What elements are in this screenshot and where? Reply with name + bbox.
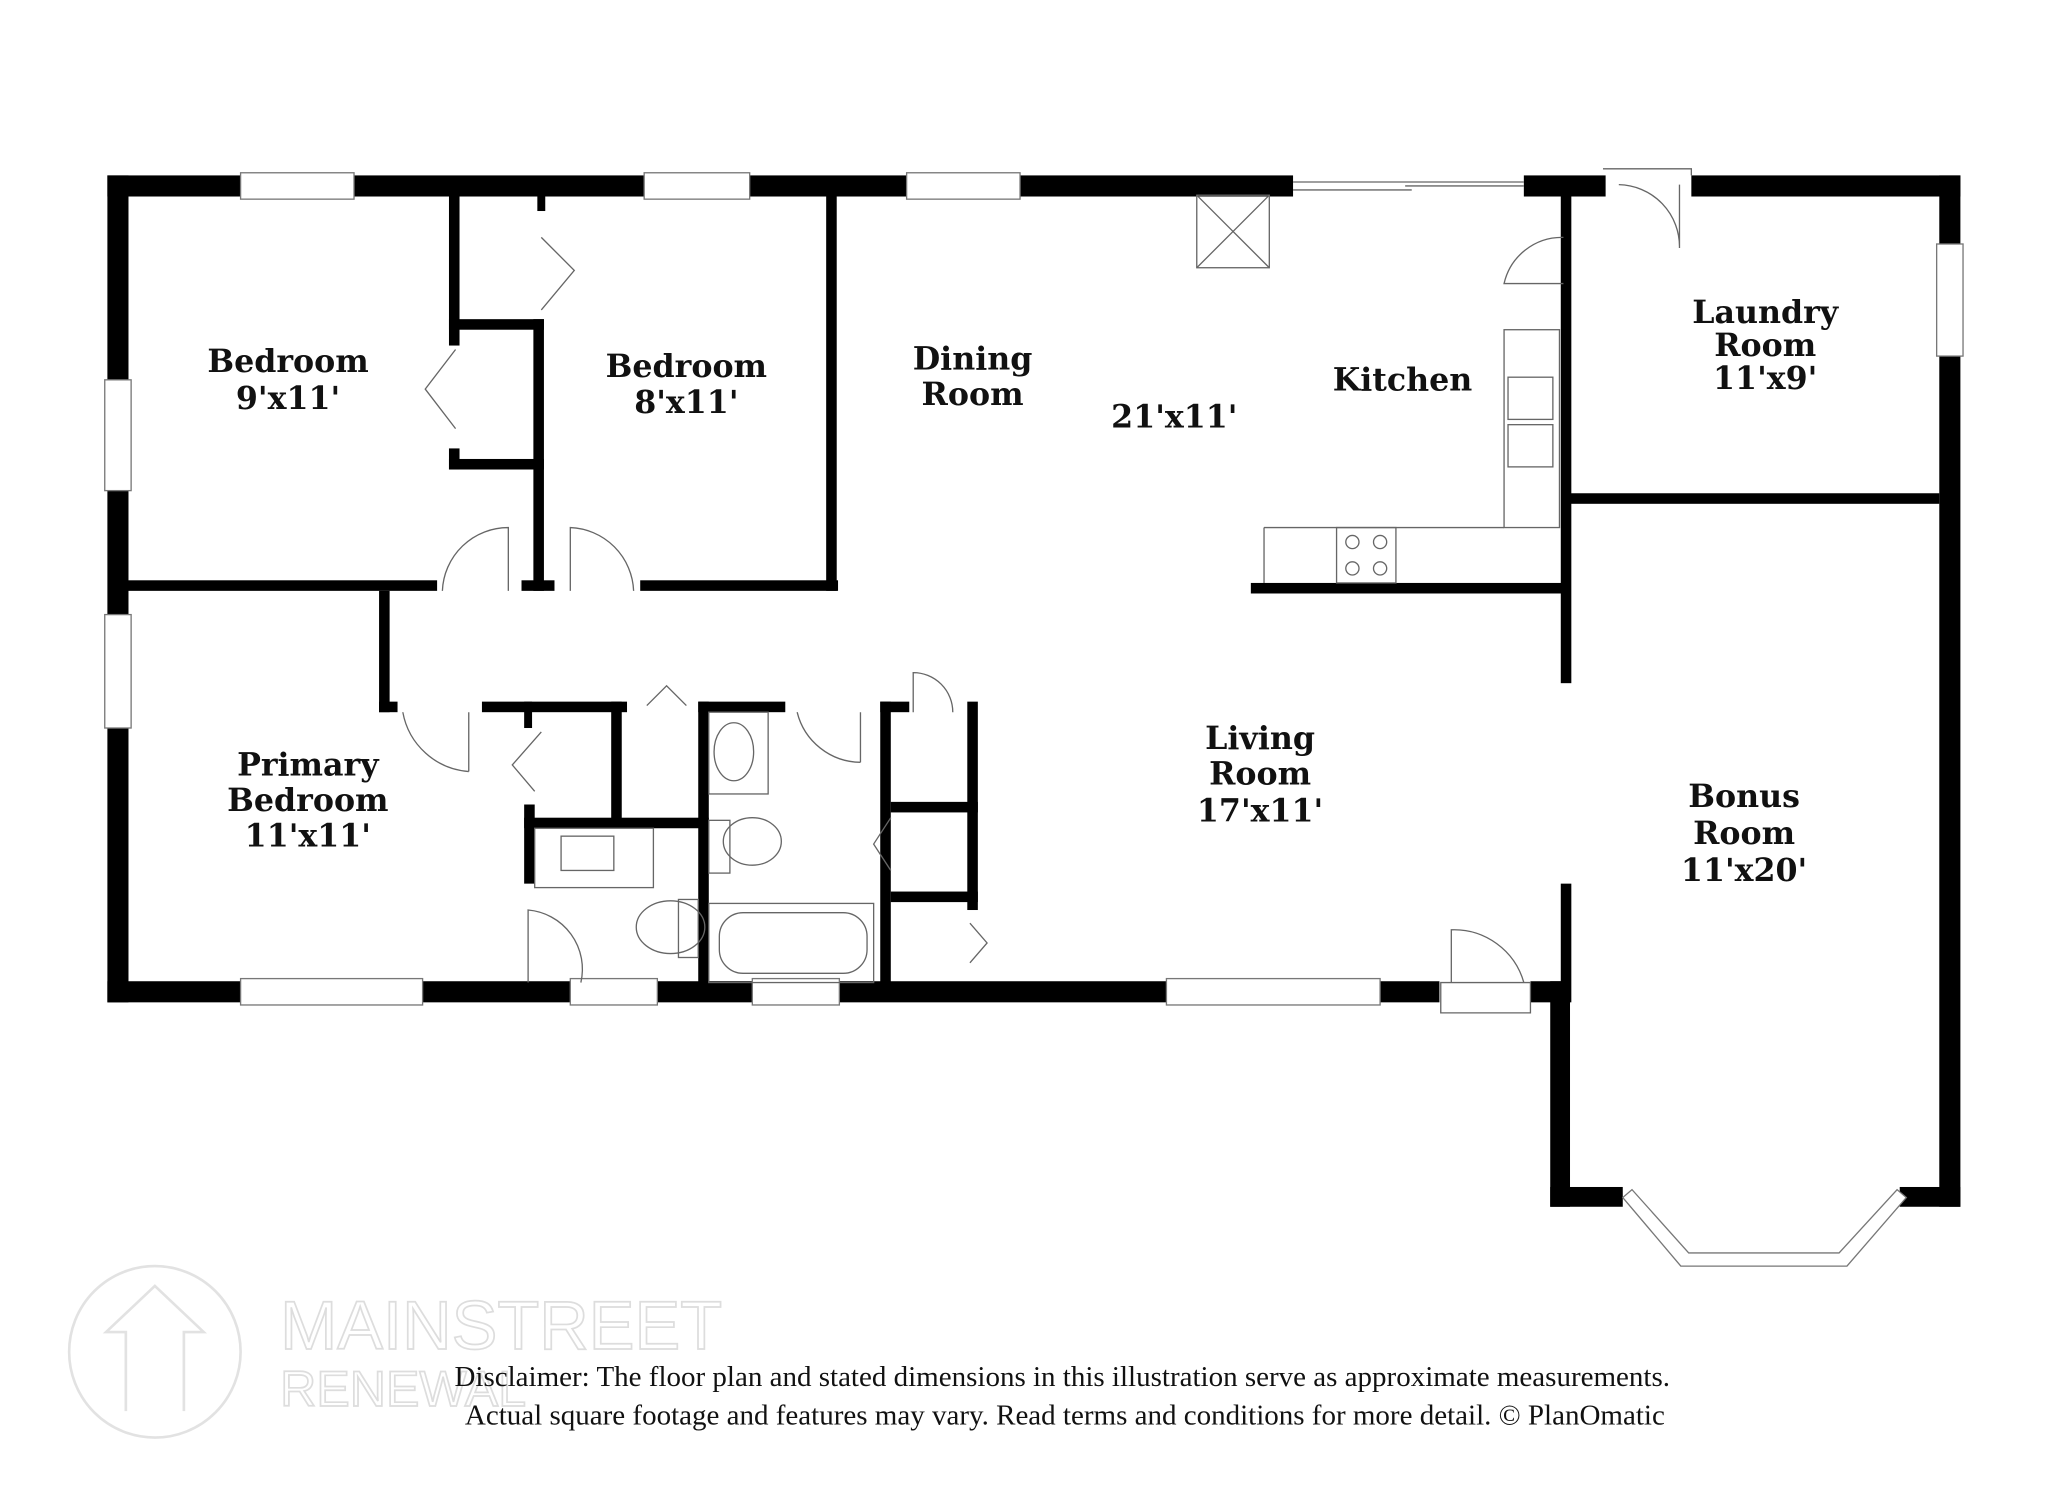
logo-subtext: RENEWAL: [280, 1361, 526, 1417]
svg-text:9'x11': 9'x11': [236, 380, 340, 417]
svg-text:Bedroom: Bedroom: [207, 343, 368, 380]
svg-text:Room: Room: [1209, 756, 1311, 793]
svg-text:Bedroom: Bedroom: [606, 348, 767, 385]
svg-text:Laundry: Laundry: [1692, 294, 1840, 331]
svg-text:Bonus: Bonus: [1688, 778, 1800, 815]
windows: [104, 172, 1964, 1267]
logo-text: MAINSTREET: [280, 1287, 722, 1364]
svg-text:Room: Room: [1693, 815, 1795, 852]
svg-text:Primary: Primary: [237, 746, 380, 783]
kitchen-label: Kitchen: [1333, 361, 1473, 398]
svg-text:11'x9': 11'x9': [1713, 360, 1817, 397]
svg-text:Living: Living: [1205, 720, 1315, 757]
sliding-door: [1293, 181, 1524, 191]
disclaimer-line-1: Disclaimer: The floor plan and stated di…: [454, 1361, 1670, 1393]
svg-text:17'x11': 17'x11': [1197, 793, 1323, 830]
disclaimer-line-2: Actual square footage and features may v…: [465, 1399, 1665, 1431]
bay-window: [1621, 1188, 1908, 1267]
svg-text:Dining: Dining: [913, 340, 1033, 377]
kitchen-dining-size: 21'x11': [1111, 398, 1237, 435]
doors-fixtures: [402, 168, 1693, 1014]
svg-text:Room: Room: [922, 376, 1024, 413]
svg-text:11'x20': 11'x20': [1681, 852, 1807, 889]
svg-text:8'x11': 8'x11': [634, 384, 738, 421]
mainstreet-logo: MAINSTREET RENEWAL: [67, 1264, 723, 1439]
svg-text:Bedroom: Bedroom: [227, 782, 388, 819]
svg-text:11'x11': 11'x11': [245, 818, 371, 855]
svg-text:Room: Room: [1714, 327, 1816, 364]
walls: [107, 175, 1961, 1207]
